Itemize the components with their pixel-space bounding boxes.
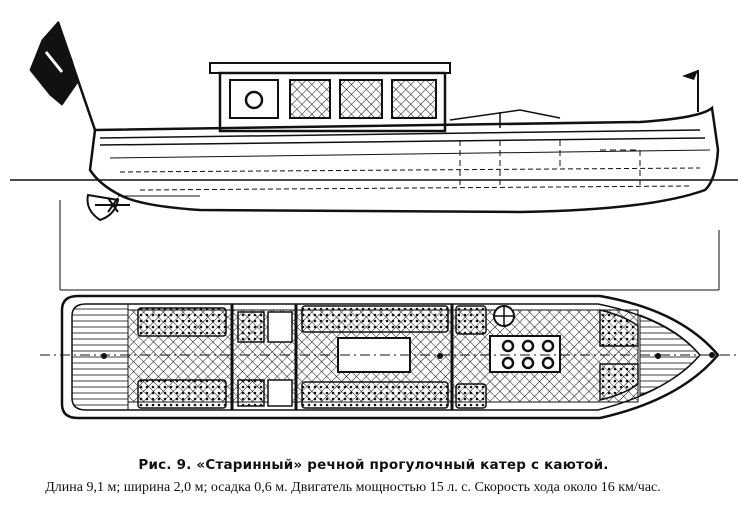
bow-flag-icon: [682, 70, 699, 112]
engine-icon: [489, 335, 561, 373]
propeller-icon: [86, 193, 130, 222]
deck-plan: [40, 294, 740, 420]
porthole-icon: [244, 90, 264, 110]
figure-caption-specs: Длина 9,1 м; ширина 2,0 м; осадка 0,6 м.…: [45, 480, 661, 495]
boat-drawing: [10, 21, 740, 420]
figure-caption-title: Рис. 9. «Старинный» речной прогулочный к…: [138, 457, 609, 473]
stern-flag-icon: [29, 21, 97, 131]
side-elevation: [10, 21, 738, 222]
steering-wheel-icon: [493, 305, 515, 327]
cabin: [209, 62, 451, 133]
